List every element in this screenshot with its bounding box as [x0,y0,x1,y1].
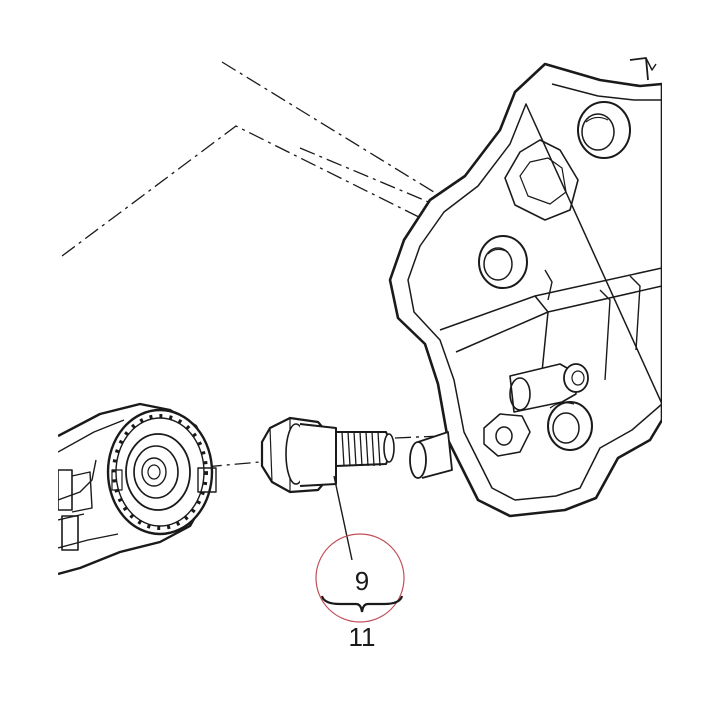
leader-line [333,475,353,561]
stud-bolt-part-9 [260,416,395,494]
assembly-number-label: 11 [349,622,376,652]
gear-housing [58,402,217,576]
mounting-bracket [388,57,662,518]
highlight-circle [315,533,405,623]
part-number-label: 9 [355,566,369,596]
assembly-brace [320,595,404,613]
